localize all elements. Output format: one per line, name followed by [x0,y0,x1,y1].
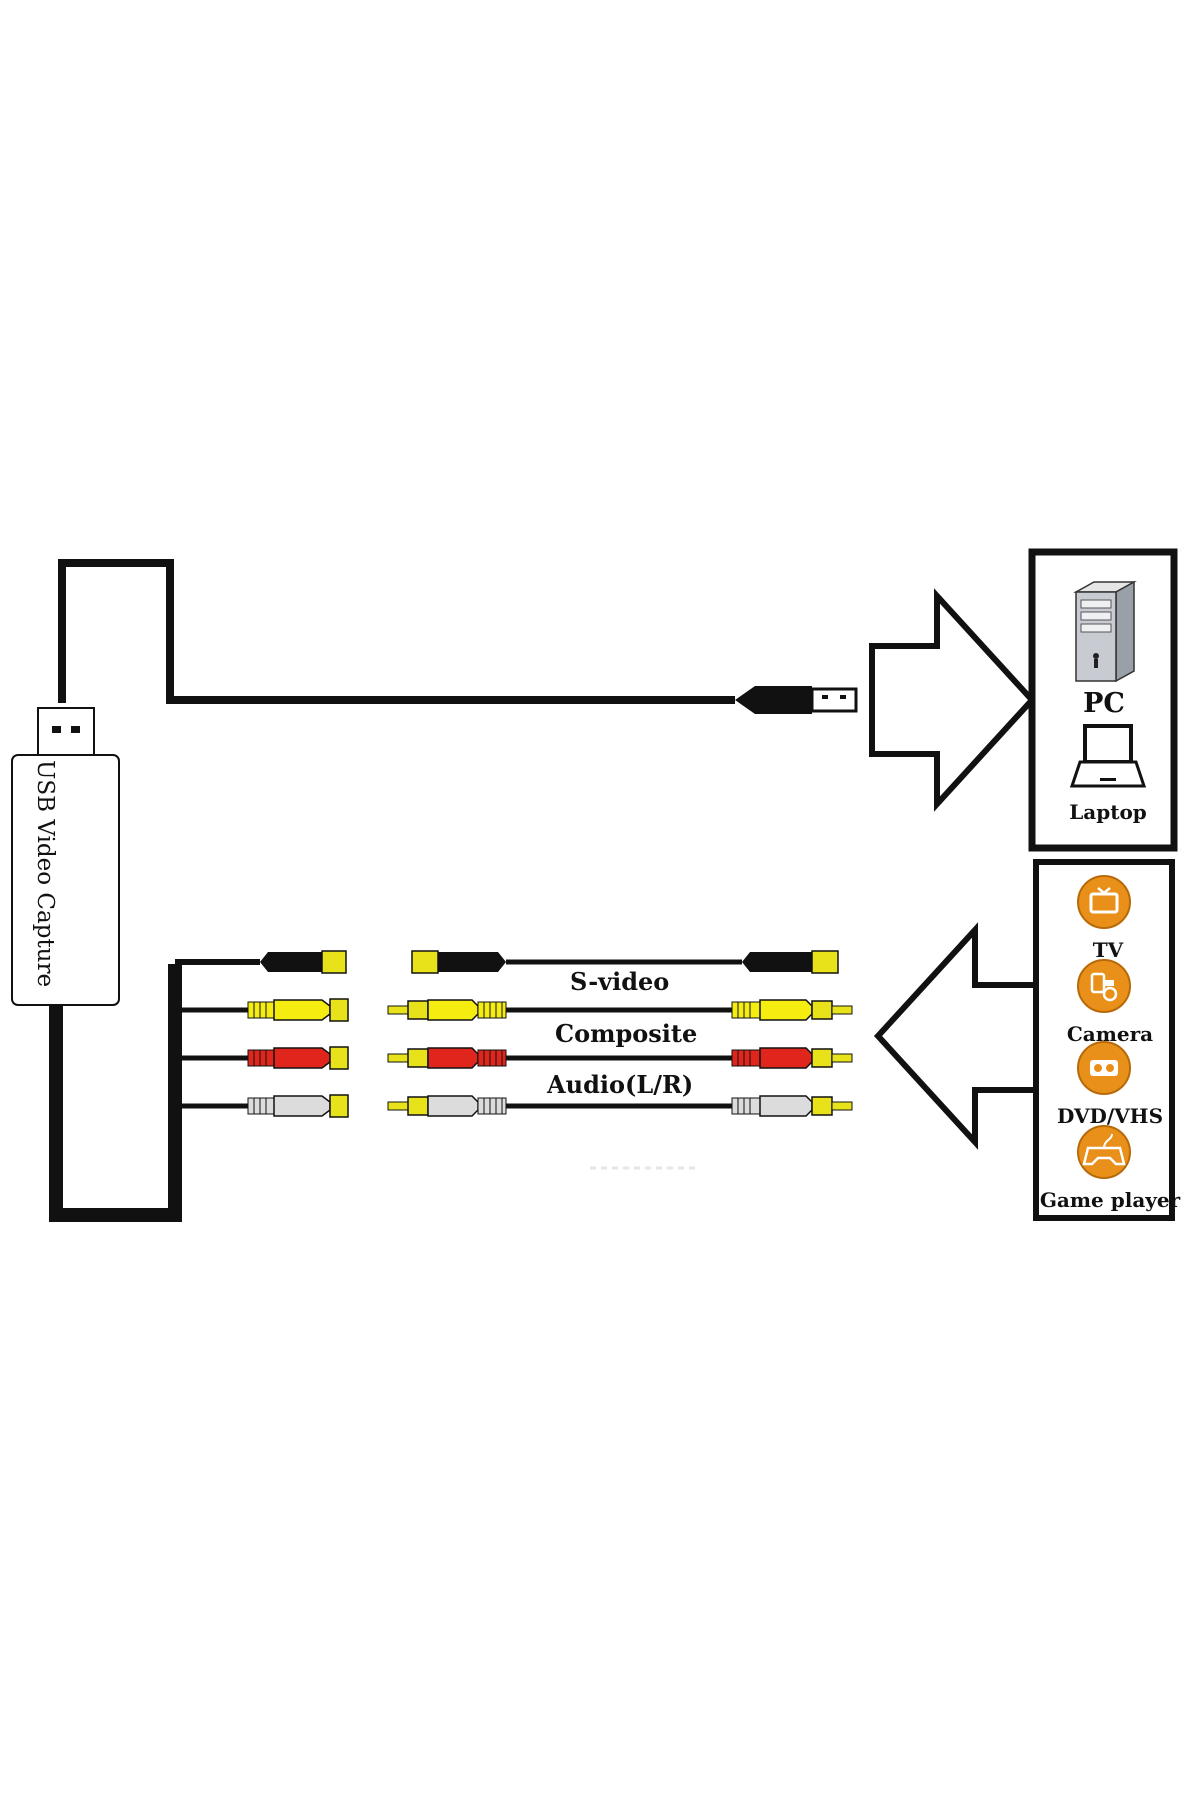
input-cable-bracket [49,959,260,1222]
arrow-left-from-sources [873,922,1042,1150]
pc-tower-icon [1073,580,1137,683]
composite-cable [387,999,853,1021]
camera-icon [1077,959,1131,1013]
audio-right-cable [387,1047,853,1069]
pc-label: PC [1083,688,1125,719]
composite-label: Composite [555,1019,698,1048]
source-label-tv: TV [1092,938,1124,962]
tv-icon [1077,875,1131,929]
source-label-dvd-vhs: DVD/VHS [1056,1104,1164,1128]
laptop-label: Laptop [1069,800,1147,824]
game-controller-icon [1077,1125,1131,1179]
laptop-icon [1069,724,1147,788]
audio-left-cable [387,1095,853,1117]
usb-dongle [11,707,120,1006]
device-audio-right-connector [247,1046,349,1070]
dvd-vhs-icon [1077,1041,1131,1095]
audio-label: Audio(L/R) [547,1070,694,1099]
source-label-camera: Camera [1066,1022,1154,1046]
svideo-cable [411,950,839,974]
svideo-label: S-video [570,967,670,996]
usb-dongle-label: USB Video Capture [32,760,58,988]
device-composite-connector [247,998,349,1022]
arrow-right-to-computer [869,588,1037,812]
source-label-game-player: Game player [1039,1188,1181,1212]
usb-cable [58,559,858,714]
device-audio-left-connector [247,1094,349,1118]
device-svideo-connector [260,950,347,974]
